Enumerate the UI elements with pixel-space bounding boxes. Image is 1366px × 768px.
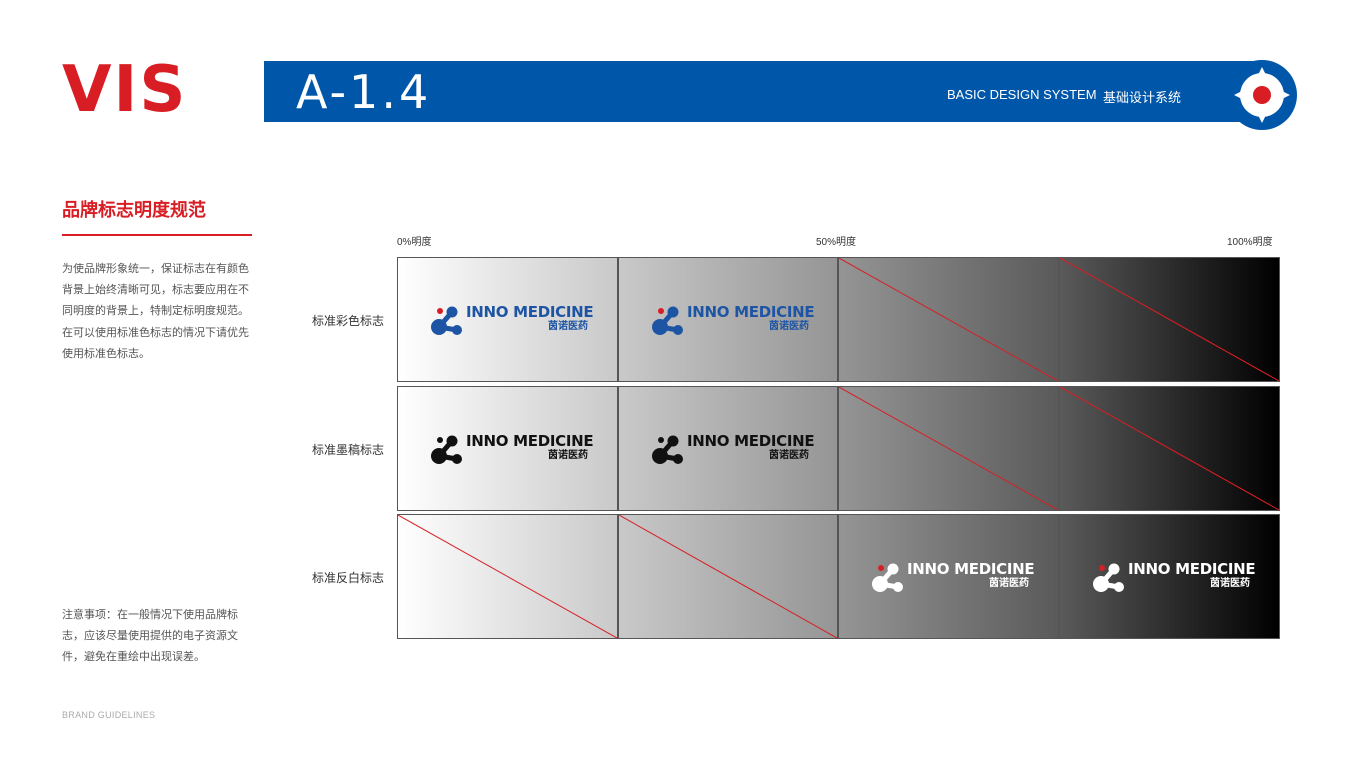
axis-label-mid: 50%明度 [816, 237, 857, 248]
forbidden-strike-icon [398, 515, 617, 638]
logo-text-cn: 茵诺医药 [548, 321, 588, 332]
logo-text-cn: 茵诺医药 [548, 450, 588, 461]
molecule-logo-icon [652, 435, 683, 464]
vis-title: VIS [62, 53, 188, 127]
logo-text-en: INNO MEDICINE [907, 560, 1035, 578]
brightness-cell-forbidden [838, 386, 1059, 511]
description-paragraph: 为使品牌形象统一，保证标志在有颜色背景上始终清晰可见，标志要应用在不同明度的背景… [62, 263, 249, 317]
title-divider [62, 234, 252, 236]
axis-label-end: 100%明度 [1227, 237, 1273, 248]
target-badge-icon [1227, 60, 1297, 130]
logo-text-cn: 茵诺医药 [1210, 578, 1250, 589]
system-title-en: BASIC DESIGN SYSTEM [947, 87, 1097, 102]
brightness-cell-forbidden [618, 514, 838, 639]
section-title: 品牌标志明度规范 [62, 200, 206, 220]
footer-label: BRAND GUIDELINES [62, 710, 156, 720]
molecule-logo-icon [431, 435, 462, 464]
molecule-logo-icon [872, 563, 903, 592]
row-label-black: 标准墨稿标志 [311, 443, 384, 457]
forbidden-strike-icon [1060, 387, 1279, 510]
forbidden-strike-icon [839, 258, 1058, 381]
forbidden-strike-icon [619, 515, 837, 638]
logo-text-en: INNO MEDICINE [466, 303, 594, 321]
logo-text-en: INNO MEDICINE [466, 432, 594, 450]
notice-paragraph: 注意事项：在一般情况下使用品牌标志，应该尽量使用提供的电子资源文件，避免在重绘中… [62, 609, 238, 663]
system-title-cn: 基础设计系统 [1103, 90, 1182, 105]
logo-text-cn: 茵诺医药 [769, 321, 809, 332]
logo-text-cn: 茵诺医药 [769, 450, 809, 461]
molecule-logo-icon [652, 306, 683, 335]
molecule-logo-icon [1093, 563, 1124, 592]
logo-text-cn: 茵诺医药 [989, 578, 1029, 589]
page-code: A-1.4 [296, 65, 432, 119]
forbidden-strike-icon [839, 387, 1058, 510]
row-label-white: 标准反白标志 [311, 571, 384, 585]
row-label-color: 标准彩色标志 [311, 314, 384, 328]
brightness-cell-forbidden [1059, 386, 1280, 511]
logo-text-en: INNO MEDICINE [1128, 560, 1256, 578]
preference-paragraph: 在可以使用标准色标志的情况下请优先使用标准色标志。 [62, 327, 249, 360]
logo-text-en: INNO MEDICINE [687, 303, 815, 321]
brightness-cell-forbidden [397, 514, 618, 639]
axis-label-start: 0%明度 [397, 237, 432, 248]
brightness-cell-forbidden [1059, 257, 1280, 382]
molecule-logo-icon [431, 306, 462, 335]
logo-text-en: INNO MEDICINE [687, 432, 815, 450]
brightness-cell-forbidden [838, 257, 1059, 382]
forbidden-strike-icon [1060, 258, 1279, 381]
header-banner: A-1.4 BASIC DESIGN SYSTEM 基础设计系统 [264, 61, 1256, 122]
